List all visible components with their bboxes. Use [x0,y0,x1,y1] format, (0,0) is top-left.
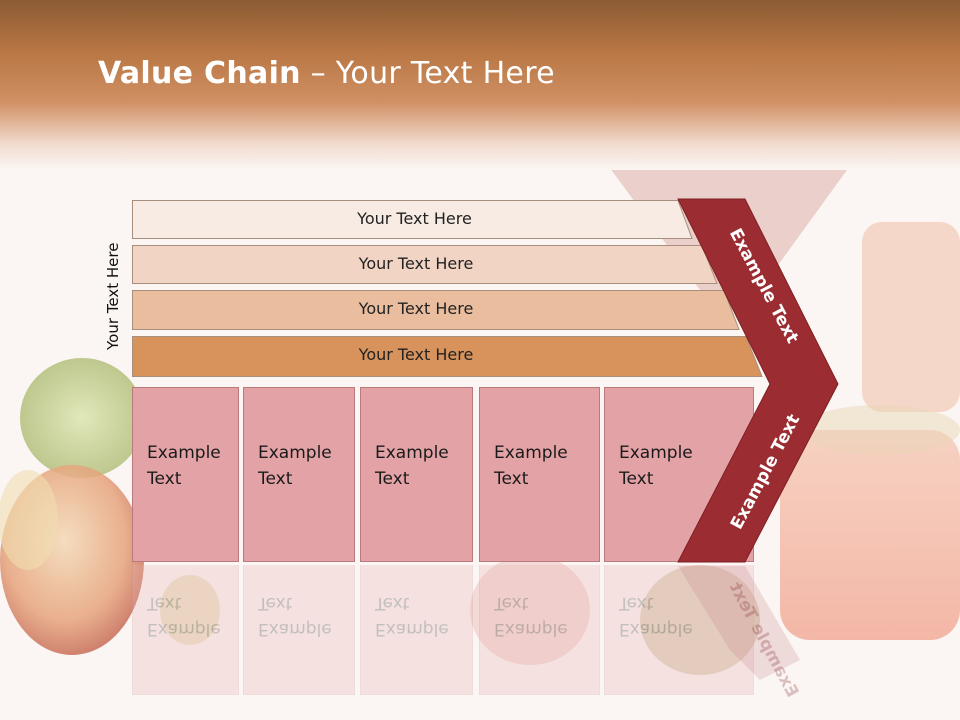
bar-2-label: Your Text Here [358,254,474,273]
title-bold: Value Chain [98,56,301,91]
header-band [0,0,960,170]
page-title: Value Chain – Your Text Here [98,56,555,91]
box-3-line1: Example [375,443,449,463]
box-4-line2: Text [494,469,529,489]
bar-4: Your Text Here [132,336,768,377]
box-4-line1: Example [494,443,568,463]
bar-1: Your Text Here [132,200,697,239]
box-1-line1: Example [147,443,221,463]
box-3-line2: Text [375,469,410,489]
box-5-line2: Text [619,469,654,489]
box-1-line2: Text [147,469,182,489]
bar-2: Your Text Here [132,245,722,284]
bar-1-label: Your Text Here [357,209,472,228]
box-2-line1: Example [258,443,332,463]
bar-3-label: Your Text Here [358,299,474,318]
title-rest: – Your Text Here [300,56,555,91]
bar-4-label: Your Text Here [358,345,474,364]
box-2-line2: Text [258,469,293,489]
bar-3: Your Text Here [132,290,744,330]
box-5-line1: Example [619,443,693,463]
